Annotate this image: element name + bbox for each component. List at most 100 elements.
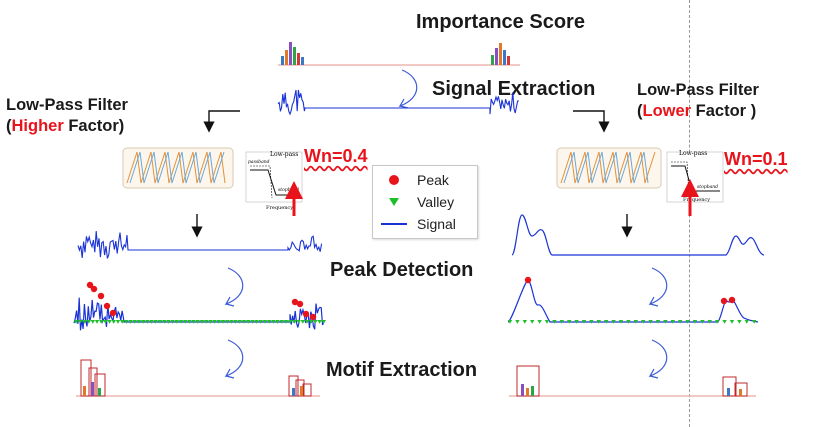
valley-marker — [663, 320, 668, 324]
valley-marker — [94, 320, 100, 324]
valley-marker — [715, 320, 720, 324]
raw-signal-line — [277, 89, 519, 116]
valley-marker — [153, 320, 158, 324]
signal-extraction-label: Signal Extraction — [432, 78, 596, 100]
valley-marker — [552, 320, 557, 324]
valley-marker — [692, 320, 698, 324]
valley-marker — [596, 320, 601, 324]
valley-marker — [191, 320, 196, 324]
valley-marker — [199, 320, 205, 324]
valley-marker — [321, 320, 326, 324]
right-lowpass-diagram: Low-pass stopband Frequency — [666, 150, 724, 216]
valley-marker — [229, 320, 234, 324]
right-filter-image — [556, 147, 662, 189]
left-filter-emphasis: Higher — [11, 117, 64, 135]
valley-marker — [271, 320, 276, 324]
valley-marker — [678, 320, 683, 324]
left-logo-cluster — [281, 42, 304, 65]
motif-extraction-label: Motif Extraction — [326, 359, 478, 381]
valley-marker — [212, 320, 217, 324]
curved-arrow-3 — [224, 339, 244, 379]
svg-text:passband: passband — [248, 159, 270, 165]
valley-marker — [136, 320, 142, 324]
valley-marker — [670, 320, 675, 324]
valley-marker — [559, 320, 564, 324]
right-filter-line1: Low-Pass Filter — [637, 81, 759, 99]
peak-marker — [90, 285, 98, 293]
svg-text:stopband: stopband — [697, 184, 718, 190]
valley-marker — [530, 320, 535, 324]
valley-marker — [313, 320, 318, 324]
valley-marker — [250, 320, 255, 324]
valley-marker — [141, 320, 146, 324]
valley-marker — [237, 320, 242, 324]
valley-marker — [707, 320, 712, 324]
peak-marker — [524, 276, 532, 284]
valley-marker — [225, 320, 230, 324]
valley-marker — [309, 320, 314, 324]
valley-marker — [170, 320, 175, 324]
valley-marker — [149, 320, 154, 324]
right-peak-detection-plot — [507, 276, 759, 324]
valley-marker — [145, 320, 150, 324]
valley-marker — [124, 320, 129, 324]
left-filtered-signal — [77, 231, 323, 259]
valley-marker — [115, 320, 121, 324]
legend-peak: Peak — [381, 170, 449, 190]
valley-marker — [515, 320, 520, 324]
valley-marker — [685, 320, 690, 324]
valley-marker — [174, 320, 179, 324]
left-peak-signal — [73, 297, 325, 331]
valley-marker — [195, 320, 200, 324]
valley-marker — [241, 320, 247, 324]
right-filter-emphasis: Lower — [642, 102, 692, 120]
valley-marker — [267, 320, 272, 324]
valley-marker — [729, 320, 735, 324]
legend: Peak Valley Signal — [372, 165, 478, 239]
valley-marker — [86, 320, 91, 324]
valley-marker — [279, 320, 284, 324]
valley-marker — [132, 320, 137, 324]
svg-text:Low-pass: Low-pass — [270, 151, 298, 158]
valley-marker — [581, 320, 587, 324]
raw-signal-plot — [277, 89, 519, 116]
right-filter-line2: (Lower Factor ) — [637, 102, 757, 120]
valley-marker — [120, 320, 125, 324]
peak-marker — [109, 309, 117, 317]
valley-marker — [611, 320, 616, 324]
valley-marker — [258, 320, 263, 324]
valley-marker — [78, 320, 83, 324]
legend-signal: Signal — [381, 216, 456, 232]
valley-marker — [99, 320, 104, 324]
valley-marker — [111, 320, 116, 324]
valley-marker — [700, 320, 705, 324]
importance-score-title: Importance Score — [416, 11, 585, 33]
svg-text:Frequency: Frequency — [266, 205, 293, 211]
valley-marker — [90, 320, 95, 324]
valley-marker — [589, 320, 594, 324]
valley-marker — [82, 320, 87, 324]
svg-text:Frequency: Frequency — [683, 197, 710, 203]
valley-marker — [233, 320, 238, 324]
valley-marker — [567, 320, 572, 324]
curved-arrow-2 — [224, 267, 244, 307]
valley-marker — [208, 320, 213, 324]
valley-marker — [317, 320, 322, 324]
legend-valley: Valley — [381, 192, 454, 212]
valley-marker — [275, 320, 280, 324]
right-filter-label: Low-Pass Filter (Lower Factor ) — [637, 80, 759, 122]
valley-marker — [574, 320, 579, 324]
valley-marker — [626, 320, 631, 324]
curved-arrow-1 — [398, 69, 418, 109]
peak-marker — [720, 297, 728, 305]
valley-marker — [216, 320, 221, 324]
valley-marker — [737, 320, 742, 324]
valley-marker — [204, 320, 209, 324]
right-wn-value: Wn=0.1 — [724, 149, 788, 169]
left-filter-line1: Low-Pass Filter — [6, 96, 128, 114]
valley-marker — [655, 320, 661, 324]
valley-marker — [187, 320, 192, 324]
peak-marker — [728, 296, 736, 304]
valley-marker — [722, 320, 727, 324]
importance-score-track — [278, 42, 520, 66]
